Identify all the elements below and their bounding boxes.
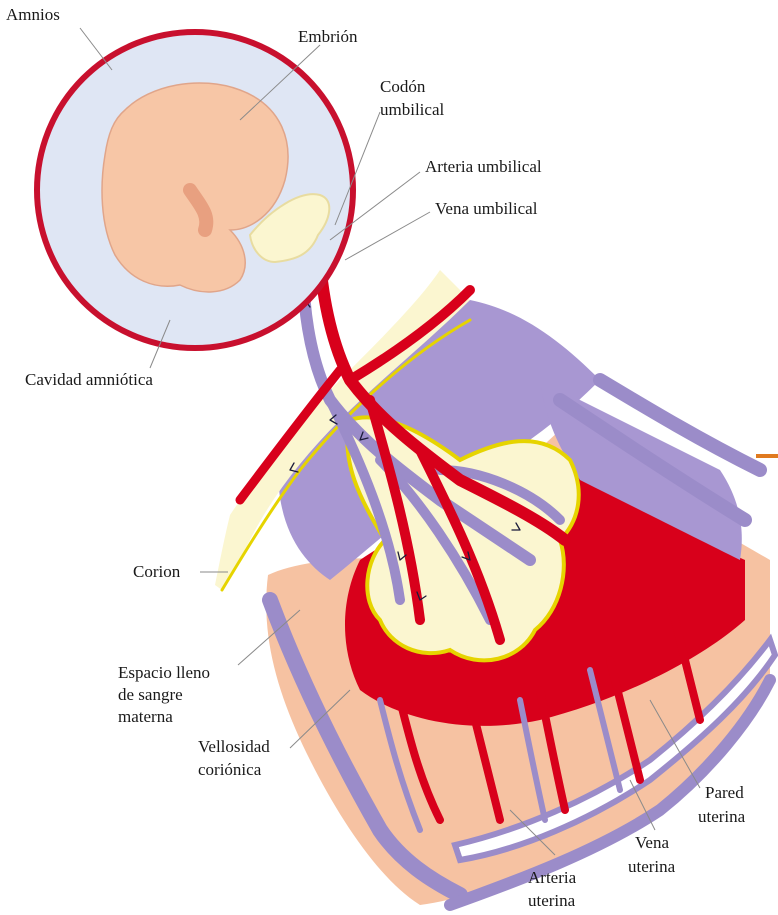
label-vena-umbilical: Vena umbilical [435,199,538,218]
label-codon-line1: Codón [380,77,426,96]
label-vellosidad-line1: Vellosidad [198,737,270,756]
label-espacio-line2: de sangre [118,685,183,704]
label-codon-line2: umbilical [380,100,444,119]
accent-mark [756,454,778,458]
label-arteria-umbilical: Arteria umbilical [425,157,542,176]
label-amnios: Amnios [6,5,60,24]
label-espacio-line3: materna [118,707,173,726]
label-cavidad-amniotica: Cavidad amniótica [25,370,153,389]
label-espacio-line1: Espacio lleno [118,663,210,682]
label-arteria-uterina-line2: uterina [528,891,576,910]
label-pared-line2: uterina [698,807,746,826]
label-embrion: Embrión [298,27,358,46]
label-pared-line1: Pared [705,783,744,802]
label-arteria-uterina-line1: Arteria [528,868,577,887]
label-vena-uterina-line2: uterina [628,857,676,876]
label-vellosidad-line2: coriónica [198,760,262,779]
label-vena-uterina-line1: Vena [635,833,669,852]
label-corion: Corion [133,562,181,581]
